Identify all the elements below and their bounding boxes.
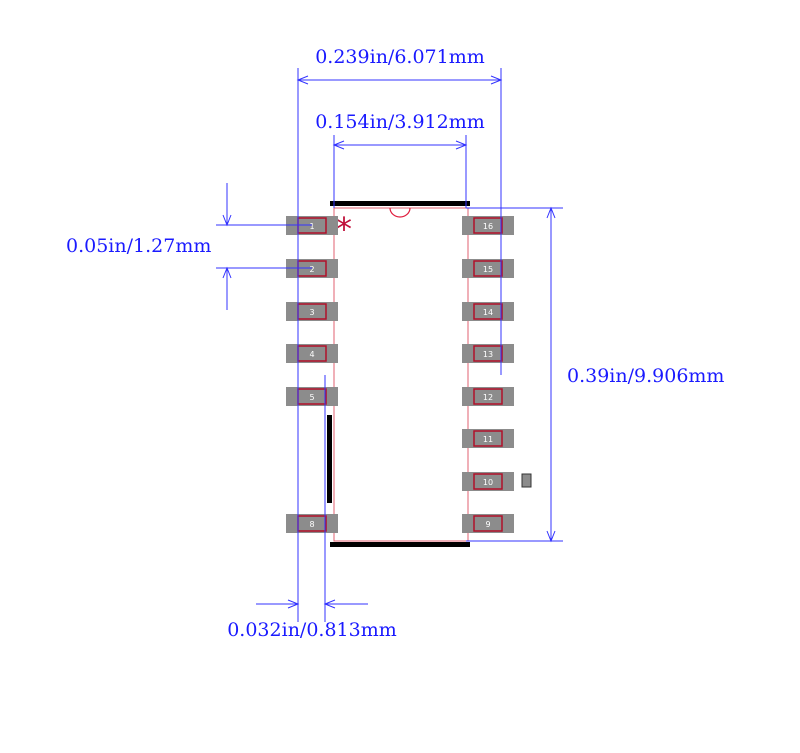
pad: 8: [286, 514, 338, 533]
silkscreen-side-bar: [327, 415, 332, 503]
pin-label: 14: [483, 308, 493, 317]
dimension-total-width: 0.239in/6.071mm: [296, 46, 503, 622]
silkscreen-bottom-bar: [330, 542, 470, 547]
pad: 5: [286, 387, 338, 406]
pin-label: 4: [309, 350, 314, 359]
body-width-label: 0.154in/3.912mm: [315, 111, 485, 133]
dimension-pad-width: 0.032in/0.813mm: [227, 375, 397, 641]
reference-square: [521, 473, 532, 488]
pin-label: 5: [309, 393, 314, 402]
pin-label: 10: [483, 478, 493, 487]
pad: 9: [462, 514, 514, 533]
dimension-body-width: 0.154in/3.912mm: [315, 111, 485, 208]
pin-label: 1: [309, 222, 314, 231]
pin-label: 2: [309, 265, 314, 274]
pin-label: 8: [309, 520, 314, 529]
pad: 13: [462, 344, 514, 363]
pad-width-label: 0.032in/0.813mm: [227, 619, 397, 641]
pad: 15: [462, 259, 514, 278]
pad: 16: [462, 216, 514, 235]
silkscreen-top-bar: [330, 201, 470, 206]
pin-label: 9: [485, 520, 490, 529]
pin1-marker: *: [336, 210, 352, 248]
pin1-notch: [389, 207, 411, 218]
pin-label: 12: [483, 393, 493, 402]
pad: 11: [462, 429, 514, 448]
pin-label: 11: [483, 435, 493, 444]
pin-label: 3: [309, 308, 314, 317]
component-body-outline: [333, 207, 469, 542]
body-length-label: 0.39in/9.906mm: [567, 365, 724, 387]
pad: 3: [286, 302, 338, 321]
right-pad-column: 16 15 14 13 12 11 10: [462, 216, 514, 533]
pin-label: 13: [483, 350, 493, 359]
total-width-label: 0.239in/6.071mm: [315, 46, 485, 68]
pin-label: 16: [483, 222, 493, 231]
pad: 14: [462, 302, 514, 321]
pitch-label: 0.05in/1.27mm: [66, 235, 211, 257]
pad: 4: [286, 344, 338, 363]
pad: 10: [462, 472, 514, 491]
dimension-body-length: 0.39in/9.906mm: [466, 206, 724, 543]
dimension-pitch: 0.05in/1.27mm: [66, 183, 312, 310]
pin-label: 15: [483, 265, 493, 274]
pad: 12: [462, 387, 514, 406]
